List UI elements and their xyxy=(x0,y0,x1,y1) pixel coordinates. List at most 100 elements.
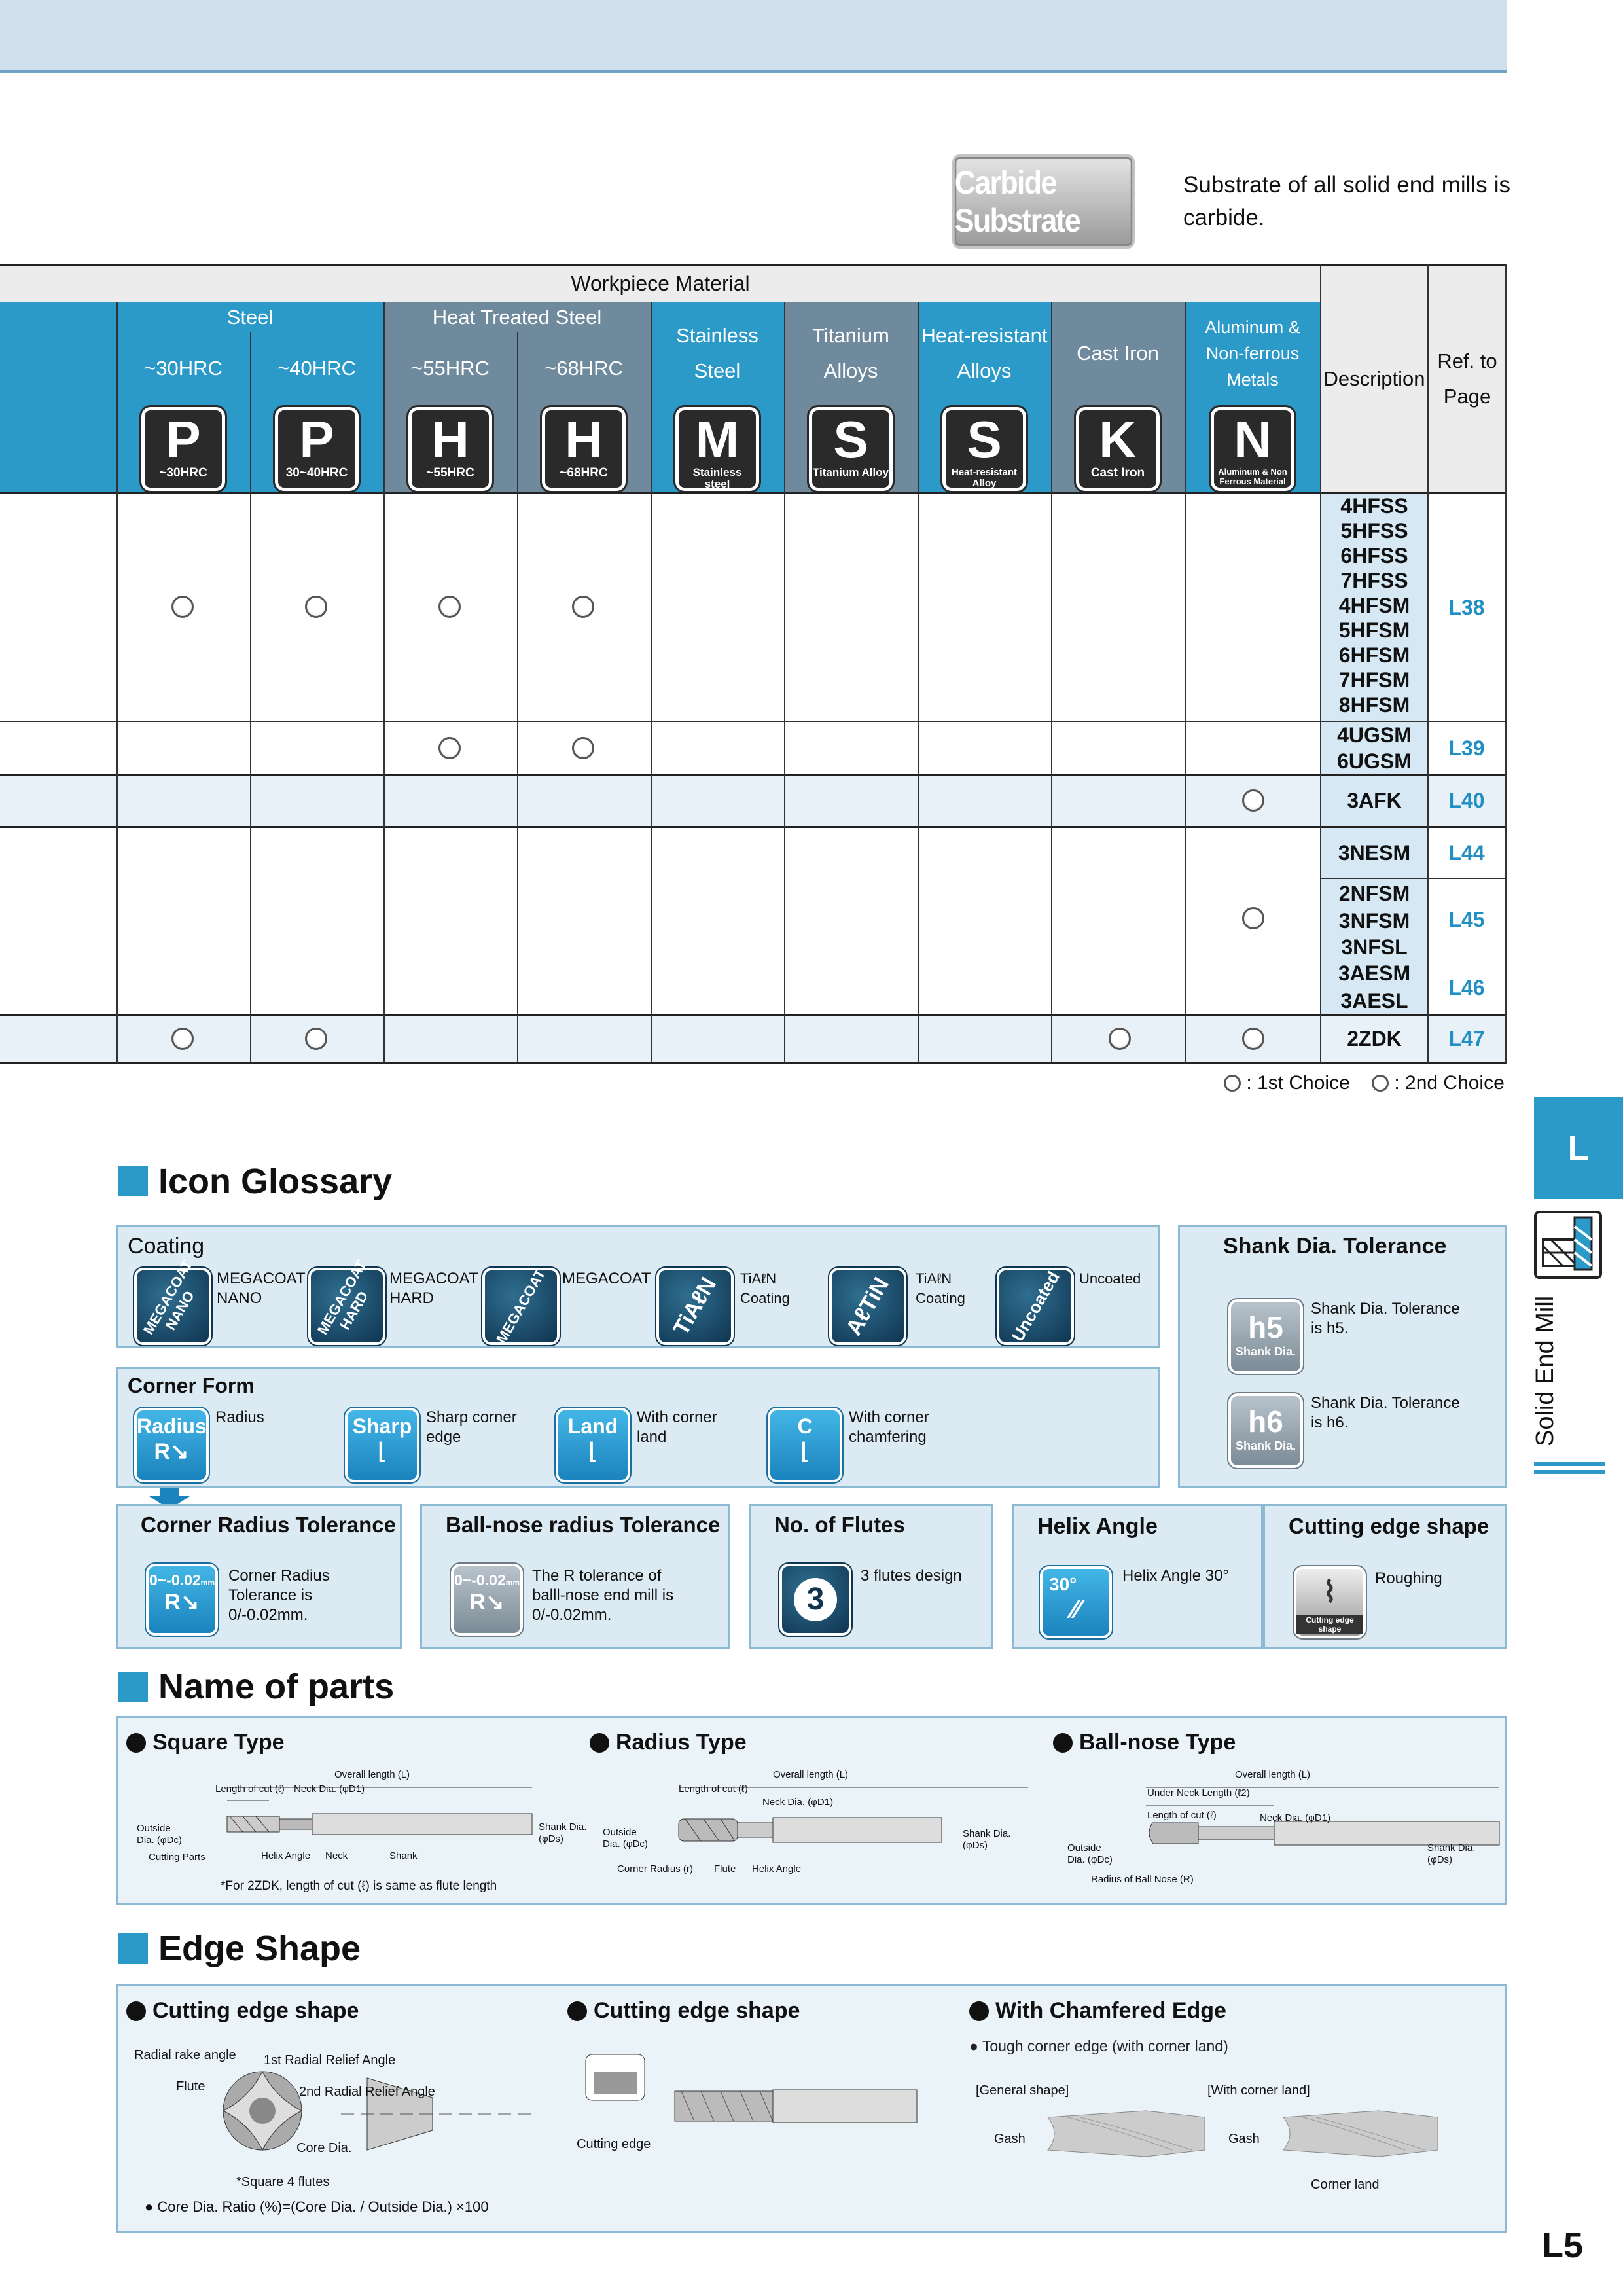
col-cast-iron: Cast Iron xyxy=(1051,302,1185,404)
material-h-icon: H~68HRC xyxy=(540,405,628,493)
code-3nfsl: 3NFSL xyxy=(1341,935,1408,959)
label-shank: Shank xyxy=(389,1850,418,1861)
icon-text: 0~-0.02mm xyxy=(454,1571,520,1588)
col-rule xyxy=(1051,302,1052,1063)
rule xyxy=(0,264,1507,266)
code-4hfsm: 4HFSM xyxy=(1338,594,1410,617)
col-rule xyxy=(918,302,919,1063)
cross-section-diagram xyxy=(222,2070,537,2151)
label-flute: Flute xyxy=(714,1863,736,1874)
label-cutting-edge: Cutting edge xyxy=(577,2137,651,2151)
code-5hfss: 5HFSS xyxy=(1340,519,1408,543)
helix-panel: Helix Angle 30°⁄⁄ Helix Angle 30° xyxy=(1012,1504,1263,1649)
label-overall-length: Overall length (L) xyxy=(1235,1769,1311,1780)
ref-l46[interactable]: L46 xyxy=(1448,976,1485,999)
ref-l40[interactable]: L40 xyxy=(1448,789,1485,812)
cutting-edge-shape-a-title: Cutting edge shape xyxy=(126,1998,359,2024)
label-length-of-cut: Length of cut (ℓ) xyxy=(215,1784,285,1795)
icon-text: 30° xyxy=(1049,1574,1077,1594)
megacoat-nano-icon: MEGACOAT NANO xyxy=(133,1257,213,1346)
code-7hfss: 7HFSS xyxy=(1340,569,1408,592)
bullet-icon xyxy=(969,2001,989,2021)
description-bg xyxy=(1321,493,1428,1014)
legend-first-choice: : 1st Choice xyxy=(1224,1072,1350,1094)
section-tab[interactable]: L xyxy=(1534,1097,1623,1199)
rule xyxy=(0,492,1507,494)
choice-circle xyxy=(438,737,461,759)
megacoat-icon: MEGACOAT xyxy=(481,1266,561,1346)
sharp-corner-icon: Sharp⌊ xyxy=(344,1407,421,1484)
shank-label: Shank Dia. Tolerance is h5. xyxy=(1311,1300,1460,1337)
rule xyxy=(0,826,1507,828)
coating-panel: Coating MEGACOAT NANO MEGACOAT NANO MEGA… xyxy=(116,1225,1160,1348)
label-shank-dia: Shank Dia. (φDs) xyxy=(963,1828,1011,1851)
label-radial-rake-angle: Radial rake angle xyxy=(134,2048,236,2062)
col-rule xyxy=(1505,264,1507,1063)
label-helix-angle: Helix Angle xyxy=(261,1850,311,1861)
icon-text: Radius xyxy=(137,1414,207,1438)
cutting-edge-shape-b-title: Cutting edge shape xyxy=(567,1998,800,2024)
helix-angle-icon: 30°⁄⁄ xyxy=(1039,1565,1113,1640)
row-header-blank xyxy=(0,302,116,493)
slash-glyph: ⁄⁄ xyxy=(1071,1595,1080,1624)
rule xyxy=(0,1062,1507,1064)
col-rule xyxy=(1320,264,1321,1063)
label-shank-dia: Shank Dia. (φDs) xyxy=(1427,1842,1476,1865)
brt-title: Ball-nose radius Tolerance xyxy=(446,1513,721,1537)
ces-title: Cutting edge shape xyxy=(1289,1514,1489,1538)
code-3nesm: 3NESM xyxy=(1338,841,1411,865)
icon-sub: Cutting edge shape xyxy=(1296,1615,1363,1634)
ref-l39[interactable]: L39 xyxy=(1448,736,1485,760)
code-8hfsm: 8HFSM xyxy=(1338,693,1410,717)
coating-label: MEGACOAT NANO xyxy=(217,1270,306,1307)
col-titanium: Titanium Alloys xyxy=(784,302,918,404)
ball-nose-type-title: Ball-nose Type xyxy=(1053,1730,1236,1755)
icon-glossary-title: Icon Glossary xyxy=(118,1161,392,1202)
name-of-parts-title: Name of parts xyxy=(118,1666,394,1707)
code-6hfsm: 6HFSM xyxy=(1338,643,1410,667)
col-55hrc: ~55HRC xyxy=(383,332,517,404)
label-second-relief-angle: 2nd Radial Relief Angle xyxy=(299,2085,435,2099)
rule xyxy=(0,774,1507,776)
flutes-label: 3 flutes design xyxy=(861,1567,962,1585)
radius-type-title: Radius Type xyxy=(590,1730,747,1755)
coating-title: Coating xyxy=(128,1234,205,1259)
land-corner-icon: Land⌊ xyxy=(554,1407,632,1484)
label-first-relief-angle: 1st Radial Relief Angle xyxy=(264,2053,396,2068)
material-h-icon: H~55HRC xyxy=(406,405,494,493)
corner-glyph: ⌊ xyxy=(378,1439,387,1464)
label-gash: Gash xyxy=(1228,2132,1260,2146)
wave-glyph: ⌇ xyxy=(1323,1576,1337,1608)
cutting-edge-shape-panel: Cutting edge shape ⌇Cutting edge shape R… xyxy=(1263,1504,1507,1649)
rule xyxy=(1321,878,1428,879)
carbide-substrate-badge: Carbide Substrate xyxy=(952,154,1135,249)
end-mill-icon xyxy=(1534,1211,1602,1279)
bullet-icon xyxy=(126,2001,146,2021)
ref-l44[interactable]: L44 xyxy=(1448,841,1485,865)
ref-l38[interactable]: L38 xyxy=(1448,596,1485,619)
r-glyph: R↘ xyxy=(154,1439,189,1464)
corner-form-title: Corner Form xyxy=(128,1374,255,1397)
ref-l45[interactable]: L45 xyxy=(1448,908,1485,931)
corner-label: Radius xyxy=(215,1408,264,1426)
code-4hfss: 4HFSS xyxy=(1340,494,1408,518)
label-flute: Flute xyxy=(176,2079,205,2094)
code-6ugsm: 6UGSM xyxy=(1337,749,1412,773)
ref-l47[interactable]: L47 xyxy=(1448,1027,1485,1050)
choice-circle xyxy=(1109,1028,1131,1050)
choice-circle xyxy=(305,596,327,618)
end-mill-svg xyxy=(1537,1216,1599,1271)
coating-label: TiAℓN Coating xyxy=(916,1270,965,1306)
code-2zdk: 2ZDK xyxy=(1347,1027,1402,1050)
icon-text: h6 xyxy=(1248,1405,1283,1439)
code-2nfsm: 2NFSM xyxy=(1338,882,1410,905)
shank-title: Shank Dia. Tolerance xyxy=(1223,1234,1447,1259)
material-p-icon: P~30HRC xyxy=(139,405,227,493)
chamfer-corner-icon: C⌊ xyxy=(766,1407,844,1484)
label-cutting-parts: Cutting Parts xyxy=(149,1852,205,1863)
choice-circle xyxy=(171,1028,194,1050)
